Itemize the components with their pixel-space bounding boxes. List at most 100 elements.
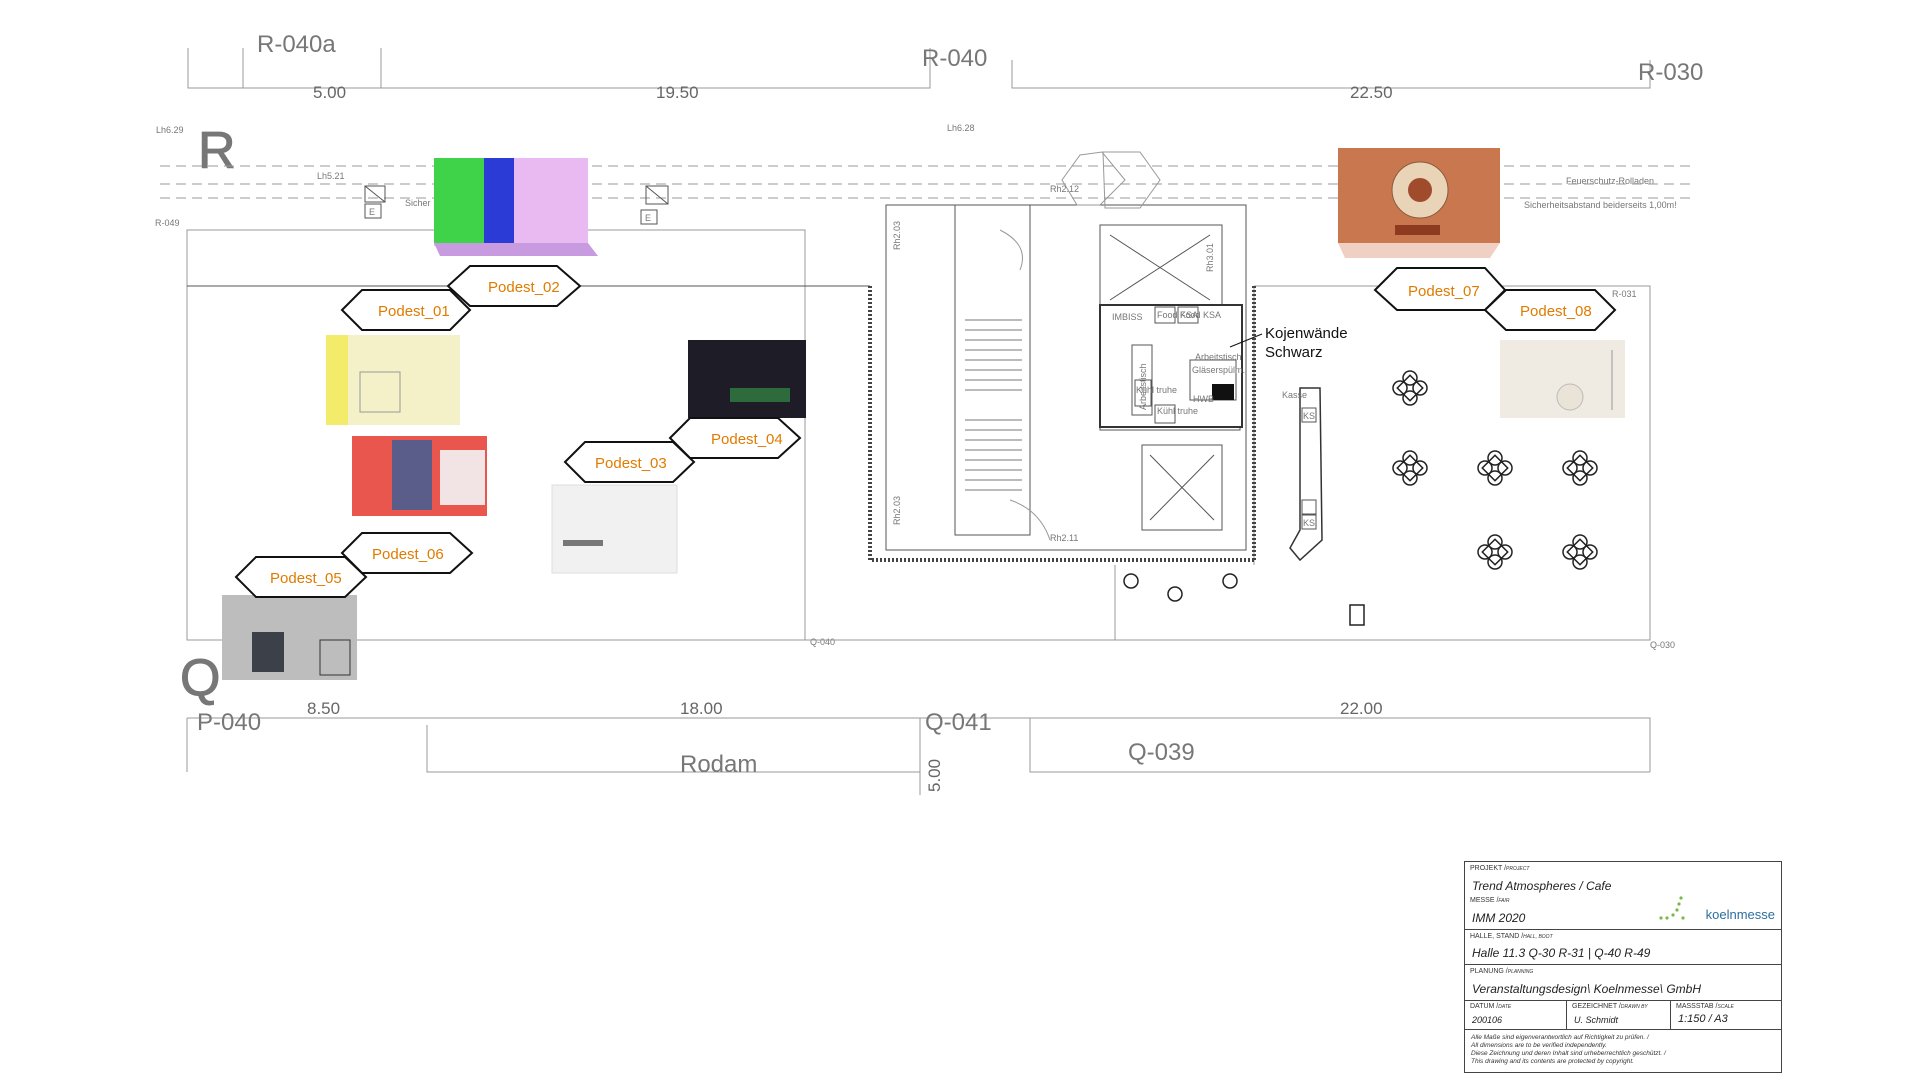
stage-thumbnail-8 [1500, 340, 1625, 418]
messe-label-en: FAIR [1498, 898, 1510, 904]
copyright-notes: Alle Maße sind eigenverantwortlich auf R… [1471, 1034, 1771, 1066]
note-line-1: Alle Maße sind eigenverantwortlich auf R… [1471, 1034, 1649, 1041]
grid-label-p040: P-040 [197, 709, 261, 736]
label-feuerschutz: Feuerschutz-Rolladen [1566, 176, 1654, 186]
datum-cell: DATUM /DATE 200106 [1465, 1001, 1567, 1030]
podest-07-label: Podest_07 [1408, 283, 1480, 300]
stage-thumbnail-5 [222, 595, 357, 680]
title-block-hall: HALLE, STAND /HALL, BOOT Halle 11.3 Q-30… [1465, 930, 1781, 965]
podest-04-label: Podest_04 [711, 431, 783, 448]
grid-label-q041: Q-041 [925, 709, 992, 736]
label-r031: R-031 [1612, 289, 1637, 299]
podest-05[interactable]: Podest_05 [234, 556, 368, 598]
podest-02-label: Podest_02 [488, 279, 560, 296]
projekt-label: PROJEKT /PROJECT [1470, 865, 1529, 872]
grid-label-q039: Q-039 [1128, 739, 1195, 766]
stage-thumbnails [222, 148, 1625, 680]
title-block-project: PROJEKT /PROJECT Trend Atmospheres / Caf… [1465, 862, 1781, 930]
label-e1: E [369, 207, 375, 217]
massstab-cell: MASSSTAB /SCALE 1:150 / A3 [1671, 1001, 1781, 1030]
podest-03[interactable]: Podest_03 [563, 441, 696, 483]
label-arbeitstisch-2: Arbeitstisch [1138, 363, 1148, 410]
label-lh521: Lh5.21 [317, 171, 345, 181]
gezeichnet-label-en: DRAWN BY [1620, 1004, 1648, 1010]
datum-value: 200106 [1472, 1015, 1503, 1025]
label-q030: Q-030 [1650, 640, 1675, 650]
massstab-label: MASSSTAB /SCALE [1676, 1003, 1734, 1010]
dimension-top-1: 5.00 [313, 83, 346, 102]
podest-04[interactable]: Podest_04 [668, 417, 802, 459]
planung-value: Veranstaltungsdesign\ Koelnmesse\ GmbH [1472, 982, 1702, 996]
grid-label-r040: R-040 [922, 45, 987, 72]
datum-label-en: DATE [1498, 1004, 1512, 1010]
koelnmesse-logo-icon [1659, 896, 1685, 920]
dimension-top-3: 22.50 [1350, 83, 1393, 102]
gezeichnet-label-de: GEZEICHNET / [1572, 1003, 1621, 1010]
label-rh301: Rh3.01 [1205, 243, 1215, 272]
label-lh628: Lh6.28 [947, 123, 975, 133]
podest-05-label: Podest_05 [270, 570, 342, 587]
gezeichnet-cell: GEZEICHNET /DRAWN BY U. Schmidt [1567, 1001, 1671, 1030]
messe-label: MESSE /FAIR [1470, 897, 1509, 904]
label-r049: R-049 [155, 218, 180, 228]
grid-label-rodam: Rodam [680, 751, 757, 778]
grid-axis-r: R [198, 122, 236, 180]
massstab-value: 1:150 / A3 [1678, 1013, 1728, 1025]
label-hwb: HWB [1193, 394, 1214, 404]
annotation-kojenwaende: Kojenwände [1265, 325, 1348, 342]
gezeichnet-label: GEZEICHNET /DRAWN BY [1572, 1003, 1648, 1010]
label-rh212: Rh2.12 [1050, 184, 1079, 194]
stage-thumbnail-1 [326, 335, 460, 425]
gezeichnet-value: U. Schmidt [1574, 1015, 1619, 1025]
podest-01[interactable]: Podest_01 [340, 289, 472, 331]
label-sicher: Sicher [405, 198, 431, 208]
top-dimension-lines [187, 48, 1651, 89]
podest-01-label: Podest_01 [378, 303, 450, 320]
label-rh203-top: Rh2.03 [892, 221, 902, 250]
grid-label-r030: R-030 [1638, 59, 1703, 86]
halle-value: Halle 11.3 Q-30 R-31 | Q-40 R-49 [1472, 946, 1651, 960]
projekt-value: Trend Atmospheres / Cafe [1472, 879, 1612, 893]
label-kuehltruhe-2: Kühl truhe [1157, 406, 1198, 416]
stage-thumbnail-6 [352, 436, 487, 516]
projekt-label-en: PROJECT [1506, 866, 1530, 872]
label-kuehltruhe-1: Kühl truhe [1136, 385, 1177, 395]
imbiss-kitchen [1099, 304, 1243, 428]
datum-label-de: DATUM / [1470, 1003, 1499, 1010]
planung-label-de: PLANUNG / [1470, 968, 1508, 975]
cafe-counter [1289, 387, 1323, 562]
massstab-label-de: MASSSTAB / [1676, 1003, 1718, 1010]
dimension-bottom-2: 18.00 [680, 699, 723, 718]
dimension-bottom-3: 22.00 [1340, 699, 1383, 718]
planung-label: PLANUNG /PLANNING [1470, 968, 1533, 975]
label-imbiss: IMBISS [1112, 312, 1143, 322]
dimension-bottom-vertical: 5.00 [925, 759, 944, 792]
label-rh211: Rh2.11 [1050, 533, 1078, 543]
podest-02[interactable]: Podest_02 [446, 265, 582, 307]
stage-thumbnail-2 [434, 158, 598, 256]
projekt-label-de: PROJEKT / [1470, 865, 1507, 872]
grid-axis-q: Q [180, 649, 220, 707]
datum-label: DATUM /DATE [1470, 1003, 1511, 1010]
podest-08[interactable]: Podest_08 [1483, 289, 1617, 331]
title-block-planning: PLANUNG /PLANNING Veranstaltungsdesign\ … [1465, 965, 1781, 1001]
stage-thumbnail-3 [551, 484, 678, 574]
stage-thumbnail-7 [1338, 148, 1500, 258]
dimension-top-2: 19.50 [656, 83, 699, 102]
label-ks-1: KS [1303, 411, 1315, 421]
podest-06[interactable]: Podest_06 [340, 532, 474, 574]
cafe-tables [1123, 370, 1598, 626]
label-rh203-bottom: Rh2.03 [892, 496, 902, 525]
annotation-leader [1229, 333, 1263, 348]
e-markers [364, 185, 669, 225]
annotation-schwarz: Schwarz [1265, 344, 1323, 361]
title-block-meta: DATUM /DATE 200106 GEZEICHNET /DRAWN BY … [1465, 1001, 1781, 1030]
title-block: PROJEKT /PROJECT Trend Atmospheres / Caf… [1464, 861, 1782, 1073]
podest-03-label: Podest_03 [595, 455, 667, 472]
halle-label-en: HALL, BOOT [1523, 934, 1553, 940]
bottom-dimension-lines [186, 717, 1651, 795]
label-arbeitstisch: Arbeitstisch [1195, 352, 1242, 362]
podest-07[interactable]: Podest_07 [1373, 267, 1507, 311]
podest-06-label: Podest_06 [372, 546, 444, 563]
